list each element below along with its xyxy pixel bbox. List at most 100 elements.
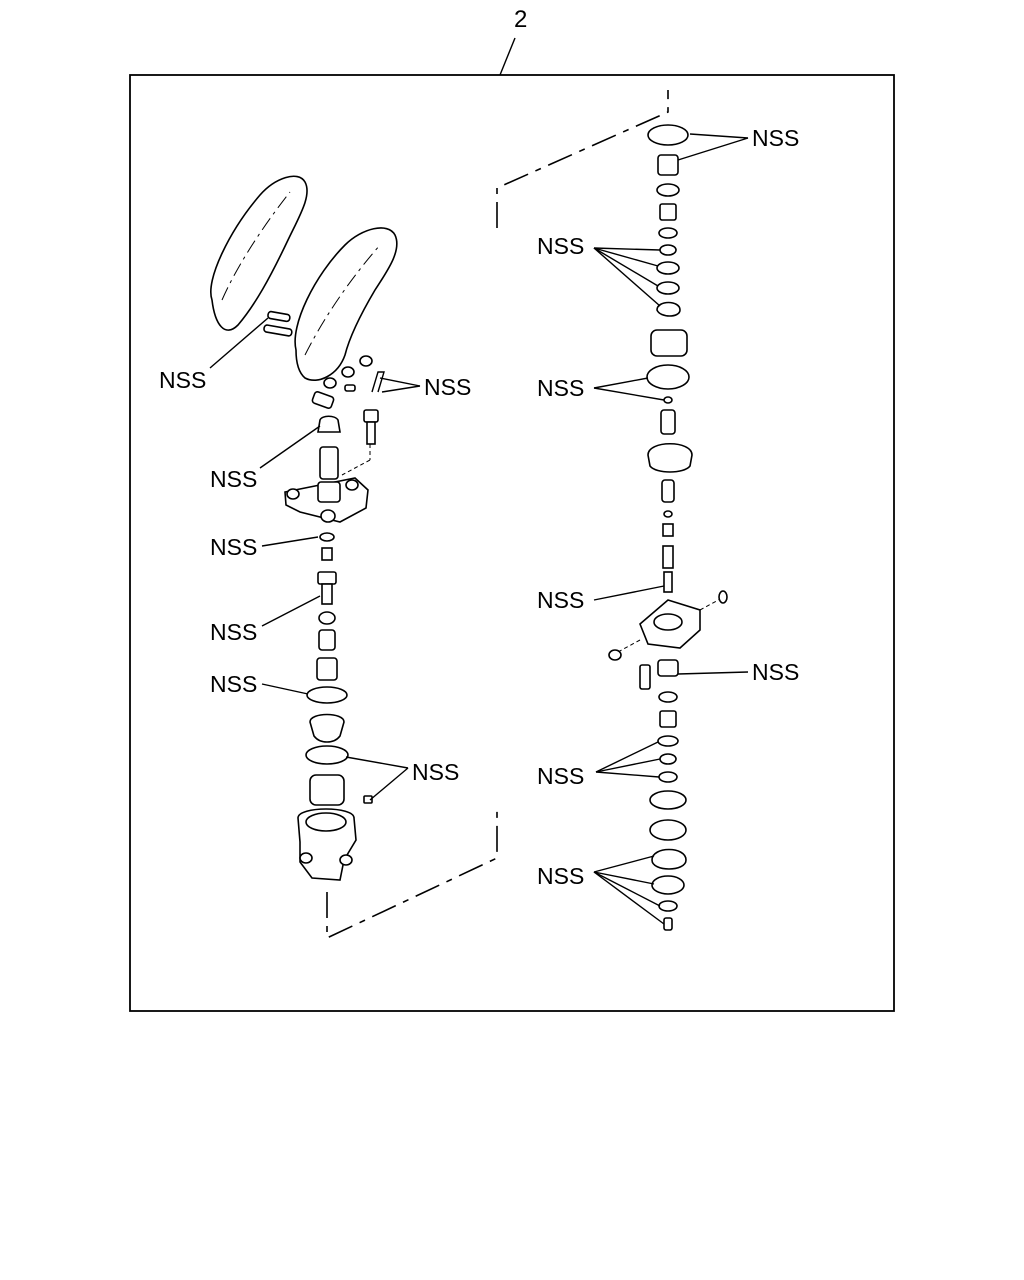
callout-label-11: NSS	[210, 534, 257, 560]
callout-label-1: NSS	[752, 125, 799, 151]
callout-leader-6b	[595, 758, 661, 773]
reference-leader	[499, 37, 516, 76]
small-plug	[363, 795, 373, 804]
callout-leader-6a	[595, 741, 659, 773]
callout-leader-1b	[677, 137, 749, 161]
washer-left	[608, 649, 622, 661]
callout-leader-4	[593, 585, 665, 601]
callout-leader-7b	[593, 871, 655, 885]
tiny-seal	[663, 396, 673, 404]
callout-label-2: NSS	[537, 233, 584, 259]
seal-c	[659, 244, 677, 256]
callout-leader-7a	[593, 855, 655, 873]
lower-connector-line	[326, 808, 498, 940]
small-washer	[658, 900, 678, 912]
cotter-pin	[371, 371, 385, 393]
dust-boot	[317, 415, 341, 433]
spring-2	[316, 657, 338, 681]
screw-right	[718, 590, 728, 604]
callout-leader-14b	[369, 767, 409, 801]
callout-leader-2c	[593, 247, 659, 287]
bracket-hole-left	[286, 488, 300, 500]
seal-e	[656, 281, 680, 295]
pin-lower	[263, 324, 293, 337]
callout-leader-13	[261, 683, 309, 695]
port-2	[339, 854, 353, 866]
spring-a	[659, 203, 677, 221]
bracket-boss	[317, 481, 341, 503]
plunger	[319, 446, 339, 480]
valve-body-bore-right	[653, 613, 683, 631]
spring-d	[659, 710, 677, 728]
seal-g	[657, 735, 679, 747]
o-ring-2	[305, 745, 349, 765]
stem	[663, 571, 673, 593]
callout-label-14: NSS	[412, 759, 459, 785]
callouts: NSS NSS NSS NSS NSS NSS NSS NSS	[159, 125, 799, 925]
large-spring	[309, 774, 345, 806]
callout-leader-7d	[593, 871, 665, 925]
valve-stack-left	[297, 532, 373, 881]
callout-leader-14a	[345, 756, 409, 769]
fitting	[657, 659, 679, 677]
callout-label-4: NSS	[537, 587, 584, 613]
callout-label-13: NSS	[210, 671, 257, 697]
snap-ring-lower	[651, 848, 687, 870]
pedal-plate-right	[294, 227, 398, 381]
tiny-seal-2	[663, 510, 673, 518]
plunger-right	[660, 409, 676, 435]
washer-1	[323, 377, 337, 389]
seal-h	[659, 753, 677, 765]
cup-seat	[647, 443, 693, 473]
port-1	[299, 852, 313, 864]
callout-leader-10	[259, 425, 321, 469]
bolt-path-2	[341, 459, 371, 476]
valve-body-bore	[305, 812, 347, 832]
bolt-shank	[366, 421, 376, 445]
bracket-hole-right	[345, 479, 359, 491]
pedal-plate-left	[210, 175, 308, 331]
hex-plug-body	[321, 583, 333, 605]
spring-b	[650, 329, 688, 357]
o-ring-1	[306, 686, 348, 704]
callout-label-6: NSS	[537, 763, 584, 789]
callout-leader-12	[261, 595, 321, 627]
pin-upper	[267, 310, 291, 323]
callout-leader-8	[209, 317, 269, 369]
callout-label-8: NSS	[159, 367, 206, 393]
washer-big	[649, 790, 687, 810]
callout-label-12: NSS	[210, 619, 257, 645]
reference-number: 2	[514, 6, 527, 33]
small-spring	[321, 547, 333, 561]
seal-f	[658, 691, 678, 703]
callout-leader-9a	[379, 377, 421, 387]
side-bolt	[639, 664, 651, 690]
small-pin	[344, 384, 356, 392]
washer-2	[341, 366, 355, 378]
washer-3	[359, 355, 373, 367]
bracket-hole-bottom	[320, 509, 336, 523]
callout-label-5: NSS	[752, 659, 799, 685]
small-spring-right	[662, 523, 674, 537]
seal-d	[656, 261, 680, 275]
callout-label-3: NSS	[537, 375, 584, 401]
hex-plug-head	[317, 571, 337, 585]
small-seal	[319, 532, 335, 542]
snap-ring	[656, 301, 681, 317]
callout-leader-7c	[593, 871, 661, 907]
seal-b	[658, 227, 678, 239]
callout-leader-3b	[593, 387, 665, 401]
kit-frame	[129, 74, 895, 1012]
bolt-head	[363, 409, 379, 423]
piston	[309, 713, 345, 743]
callout-leader-3a	[593, 377, 649, 389]
o-ring-mid	[646, 364, 690, 390]
pedal-centerline-right	[304, 244, 381, 356]
callout-leader-2b	[593, 247, 659, 267]
callout-leader-1a	[689, 133, 749, 139]
seal-a	[656, 183, 680, 197]
spring-c	[662, 545, 674, 569]
callout-leader-6c	[595, 771, 660, 778]
callout-leader-9b	[381, 385, 421, 393]
